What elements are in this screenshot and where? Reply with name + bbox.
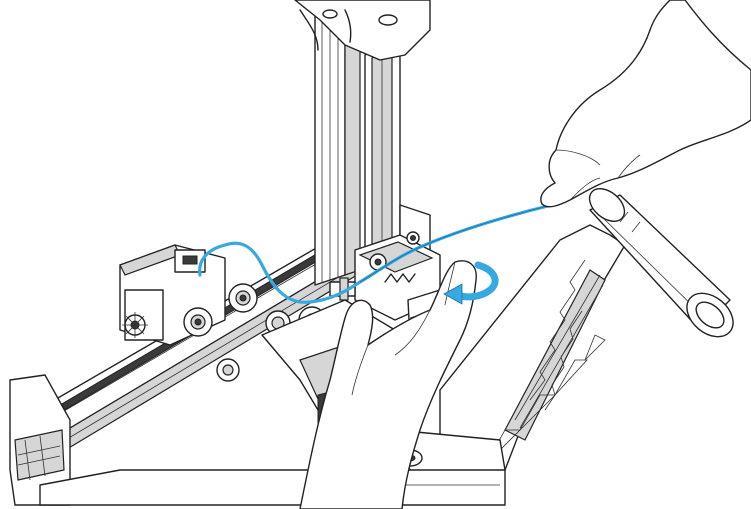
- left-hand: [299, 260, 477, 509]
- filament: [198, 203, 554, 304]
- left-gantry-end: [9, 374, 331, 506]
- top-bracket: [294, 0, 431, 61]
- spool-rod: [588, 188, 734, 338]
- right-hand: [540, 0, 751, 208]
- z-top-cables: [299, 9, 352, 51]
- curved-arrow-icon: [443, 261, 499, 305]
